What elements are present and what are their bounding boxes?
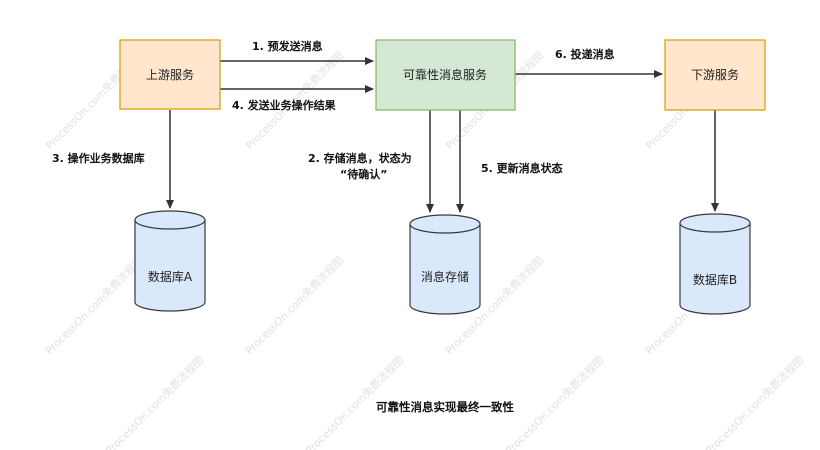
- node-message-store[interactable]: 消息存储: [409, 214, 481, 315]
- edge-label-2-line2: “待确认”: [340, 167, 387, 181]
- watermark-text: ProcessOn.com免费流程图: [703, 354, 806, 450]
- edge-label-4: 4. 发送业务操作结果: [232, 98, 336, 112]
- edges: [166, 57, 719, 213]
- edge-label-3: 3. 操作业务数据库: [52, 151, 145, 165]
- node-database-a[interactable]: 数据库A: [134, 210, 206, 312]
- node-reliable-message-service[interactable]: 可靠性消息服务: [375, 39, 516, 111]
- edge-label-6: 6. 投递消息: [555, 47, 615, 61]
- diagram-caption: 可靠性消息实现最终一致性: [376, 400, 514, 414]
- edge-label-2-line1: 2. 存储消息，状态为: [308, 151, 412, 165]
- node-message-store-label: 消息存储: [421, 269, 469, 284]
- watermark-text: ProcessOn.com免费流程图: [243, 254, 346, 357]
- edge-label-5: 5. 更新消息状态: [481, 161, 563, 175]
- node-upstream-service[interactable]: 上游服务: [119, 39, 221, 110]
- node-downstream-service[interactable]: 下游服务: [664, 39, 766, 111]
- watermark-text: ProcessOn.com免费流程图: [503, 354, 606, 450]
- node-upstream-label: 上游服务: [146, 67, 194, 82]
- node-reliable-label: 可靠性消息服务: [403, 67, 487, 82]
- node-database-b[interactable]: 数据库B: [679, 213, 751, 315]
- watermark-text: ProcessOn.com免费流程图: [103, 354, 206, 450]
- node-database-b-label: 数据库B: [693, 272, 737, 287]
- node-downstream-label: 下游服务: [691, 67, 739, 82]
- edge-labels: 1. 预发送消息 4. 发送业务操作结果 6. 投递消息 3. 操作业务数据库 …: [52, 39, 615, 181]
- watermark-text: ProcessOn.com免费流程图: [43, 254, 146, 357]
- edge-label-1: 1. 预发送消息: [252, 39, 323, 53]
- node-database-a-label: 数据库A: [148, 269, 193, 284]
